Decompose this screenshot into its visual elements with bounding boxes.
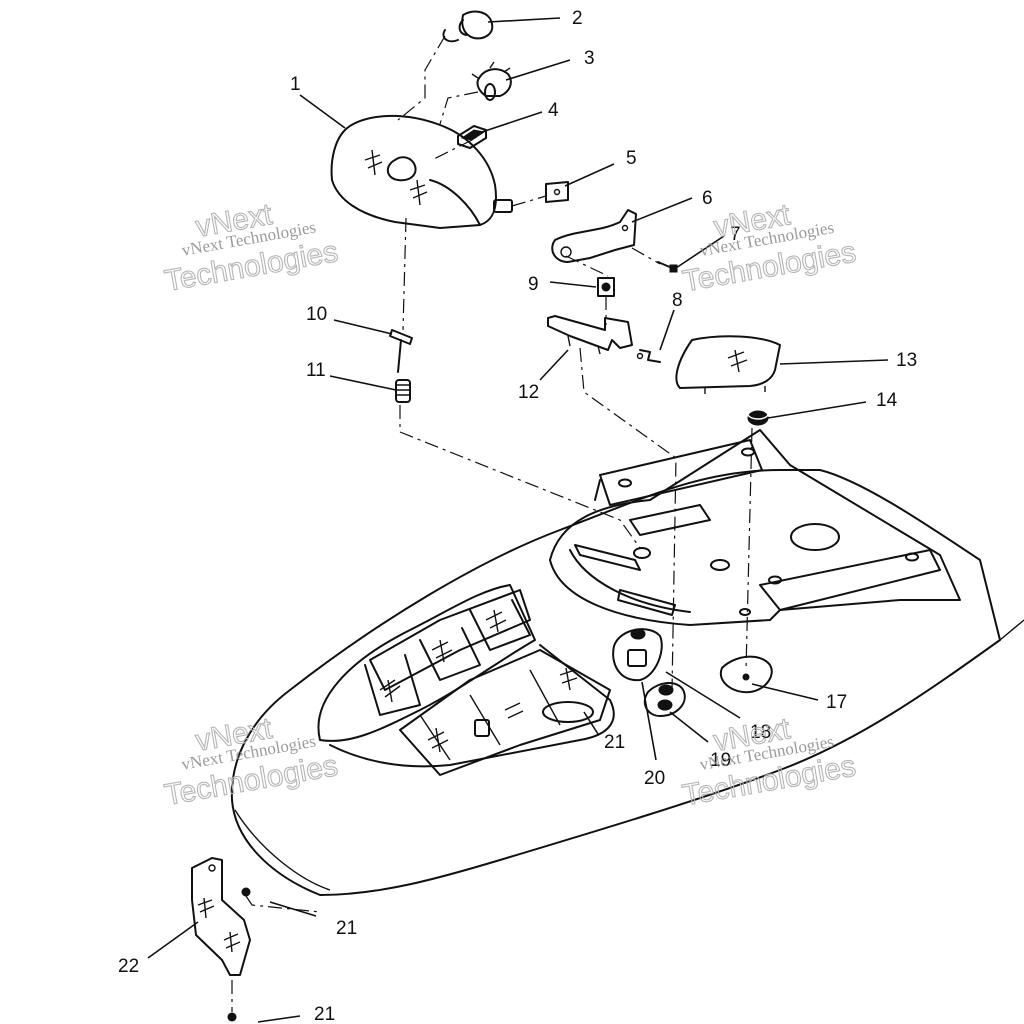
rear-deck [549, 429, 961, 626]
callout-8: 8 [672, 290, 683, 311]
callout-7: 7 [730, 224, 741, 245]
access-cover [675, 335, 781, 394]
headlight-housing [330, 115, 513, 229]
pivot-pin [389, 329, 413, 373]
bulb [471, 61, 512, 101]
fitting [612, 628, 663, 682]
callout-21b: 21 [336, 918, 357, 939]
assembly-lines [231, 35, 753, 1012]
watermark-bottom-right: vNext vNext Technologies Technologies [680, 712, 859, 813]
callout-21a: 21 [604, 732, 625, 753]
callout-5: 5 [626, 148, 637, 169]
callout-20: 20 [644, 768, 665, 789]
callout-1: 1 [290, 74, 301, 95]
rear-light-bracket [191, 857, 251, 976]
callout-10: 10 [306, 304, 327, 325]
mounting-pad [545, 181, 569, 203]
callout-21c: 21 [314, 1004, 335, 1024]
callout-9: 9 [528, 274, 539, 295]
grommet [747, 408, 769, 426]
seat-well [317, 584, 615, 768]
watermark-bottom-left: vNext vNext Technologies Technologies [162, 711, 341, 812]
callout-3: 3 [584, 48, 595, 69]
callout-19: 19 [710, 750, 731, 771]
watermark-top-left: vNext vNext Technologies Technologies [162, 197, 341, 298]
callout-6: 6 [702, 188, 713, 209]
callout-12: 12 [518, 382, 539, 403]
nut [597, 277, 615, 297]
callout-14: 14 [876, 390, 898, 411]
leader-lines [147, 17, 889, 1023]
callout-18: 18 [750, 722, 771, 743]
screw [657, 261, 678, 273]
hull-body [230, 469, 1024, 896]
bulb-socket [442, 10, 494, 43]
callout-2: 2 [572, 8, 583, 29]
console-pods [364, 589, 611, 776]
callout-11: 11 [306, 360, 326, 381]
callout-22: 22 [118, 956, 139, 977]
callout-17: 17 [826, 692, 847, 713]
callout-4: 4 [548, 100, 559, 121]
callout-13: 13 [896, 350, 917, 371]
spring [395, 379, 411, 403]
headlight-bracket [551, 209, 637, 263]
callout-labels: 1 2 3 4 5 6 7 8 9 10 11 12 13 14 17 18 1… [118, 8, 917, 1024]
lower-bracket [547, 315, 633, 355]
watermark-top-right: vNext vNext Technologies Technologies [680, 198, 859, 299]
drain-plug [719, 655, 773, 694]
spring-clip [636, 349, 661, 363]
washer-set [643, 682, 686, 717]
rear-fasteners [227, 1012, 237, 1022]
